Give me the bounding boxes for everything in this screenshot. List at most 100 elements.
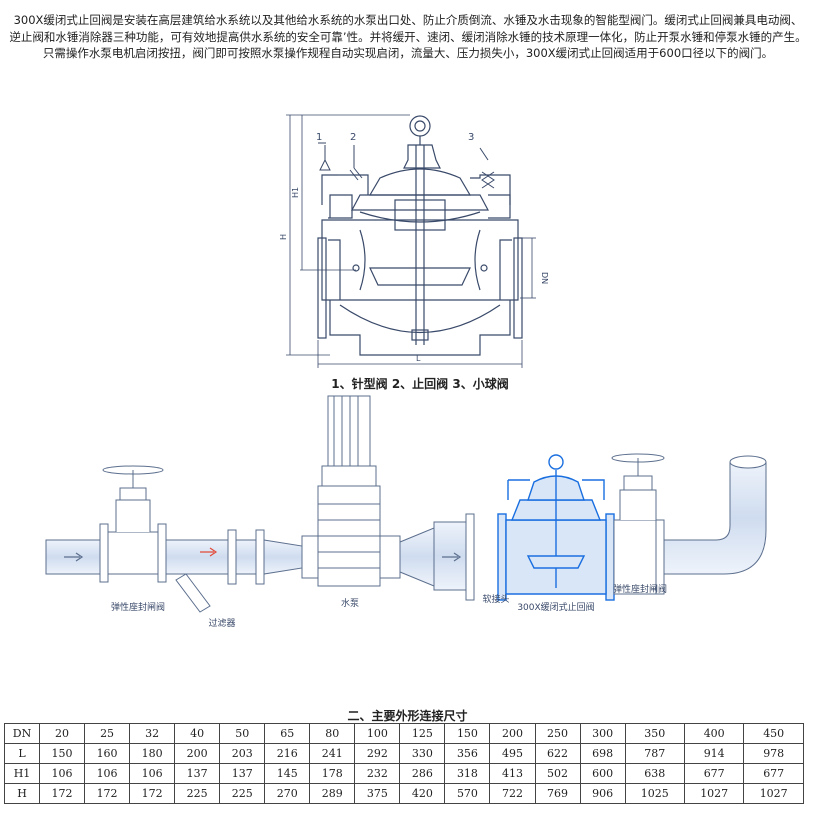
row-header: H bbox=[4, 783, 40, 804]
table-cell: 172 bbox=[129, 783, 176, 804]
callout-3: 3 bbox=[468, 132, 474, 143]
dim-h-label: H bbox=[279, 234, 288, 240]
table-cell: 178 bbox=[309, 763, 356, 784]
dim-l-label: L bbox=[416, 354, 421, 363]
gate-valve-right bbox=[611, 453, 665, 595]
section-drawing bbox=[317, 115, 523, 356]
table-cell: 32 bbox=[129, 723, 176, 744]
row-header: H1 bbox=[4, 763, 40, 784]
table-cell: 270 bbox=[264, 783, 311, 804]
table-cell: 300 bbox=[579, 723, 626, 744]
table-cell: 318 bbox=[444, 763, 491, 784]
table-cell: 787 bbox=[624, 743, 686, 764]
callout-2: 2 bbox=[350, 132, 356, 143]
outlet-elbow bbox=[663, 461, 767, 575]
table-cell: 1025 bbox=[624, 783, 686, 804]
table-cell: 65 bbox=[264, 723, 311, 744]
table-cell: 502 bbox=[534, 763, 581, 784]
table-cell: 137 bbox=[174, 763, 221, 784]
dim-h1-label: H1 bbox=[291, 187, 300, 198]
table-cell: 769 bbox=[534, 783, 581, 804]
dimension-lines bbox=[286, 114, 536, 368]
dim-dn-label: DN bbox=[540, 272, 549, 284]
table-cell: 225 bbox=[174, 783, 221, 804]
table-cell: 622 bbox=[534, 743, 581, 764]
table-cell: 350 bbox=[624, 723, 686, 744]
table-cell: 289 bbox=[309, 783, 356, 804]
table-cell: 375 bbox=[354, 783, 401, 804]
table-cell: 106 bbox=[84, 763, 131, 784]
table-cell: 145 bbox=[264, 763, 311, 784]
table-cell: 106 bbox=[129, 763, 176, 784]
label-gate-valve-left: 弹性座封闸阀 bbox=[111, 601, 165, 613]
table-cell: 172 bbox=[38, 783, 86, 804]
pump bbox=[317, 395, 381, 587]
valve-drawings: 1 2 3 H1 H DN L 1、针型阀 2、止回阀 3、小球阀 bbox=[45, 114, 767, 629]
table-cell: 638 bbox=[624, 763, 686, 784]
table-cell: 356 bbox=[444, 743, 491, 764]
table-cell: 106 bbox=[38, 763, 86, 784]
table-cell: 914 bbox=[683, 743, 745, 764]
table-cell: 225 bbox=[219, 783, 266, 804]
table-cell: 906 bbox=[579, 783, 626, 804]
table-cell: 600 bbox=[579, 763, 626, 784]
check-valve-highlight bbox=[497, 454, 615, 601]
callout-marks bbox=[318, 142, 495, 189]
intro-paragraph: 300X缓闭式止回阀是安装在高层建筑给水系统以及其他给水系统的水泵出口处、防止介… bbox=[9, 13, 807, 60]
table-cell: 216 bbox=[264, 743, 311, 764]
figure1-caption: 1、针型阀 2、止回阀 3、小球阀 bbox=[331, 376, 508, 391]
table-cell: 241 bbox=[309, 743, 356, 764]
table-cell: 330 bbox=[399, 743, 446, 764]
table-cell: 250 bbox=[534, 723, 581, 744]
table-cell: 150 bbox=[38, 743, 86, 764]
table-cell: 200 bbox=[489, 723, 536, 744]
table-cell: 40 bbox=[174, 723, 221, 744]
label-strainer: 过滤器 bbox=[208, 617, 235, 629]
table-cell: 180 bbox=[129, 743, 176, 764]
table-cell: 100 bbox=[354, 723, 401, 744]
label-pump: 水泵 bbox=[341, 597, 359, 609]
row-header: DN bbox=[4, 723, 40, 744]
table-cell: 20 bbox=[38, 723, 86, 744]
label-soft-joint: 软接头 bbox=[482, 593, 509, 605]
table-cell: 698 bbox=[579, 743, 626, 764]
table-cell: 722 bbox=[489, 783, 536, 804]
table-cell: 978 bbox=[743, 743, 804, 764]
label-check-valve: 300X缓闭式止回阀 bbox=[517, 601, 594, 613]
table-cell: 495 bbox=[489, 743, 536, 764]
table-cell: 80 bbox=[309, 723, 356, 744]
table-cell: 1027 bbox=[743, 783, 804, 804]
strainer bbox=[175, 573, 211, 613]
table-cell: 137 bbox=[219, 763, 266, 784]
table-cell: 420 bbox=[399, 783, 446, 804]
flow-arrow-left bbox=[64, 552, 84, 562]
table-cell: 1027 bbox=[683, 783, 745, 804]
table-cell: 570 bbox=[444, 783, 491, 804]
table-cell: 50 bbox=[219, 723, 266, 744]
table-cell: 413 bbox=[489, 763, 536, 784]
label-gate-valve-right: 弹性座封闸阀 bbox=[613, 583, 667, 595]
flow-arrow-red bbox=[200, 547, 218, 557]
table-cell: 160 bbox=[84, 743, 131, 764]
flow-arrow-mid bbox=[442, 552, 462, 562]
table-cell: 232 bbox=[354, 763, 401, 784]
table-cell: 172 bbox=[84, 783, 131, 804]
table-cell: 450 bbox=[743, 723, 804, 744]
table-cell: 400 bbox=[683, 723, 745, 744]
table-cell: 677 bbox=[743, 763, 804, 784]
installation-diagram bbox=[45, 395, 767, 613]
table-cell: 203 bbox=[219, 743, 266, 764]
table-title: 二、主要外形连接尺寸 bbox=[347, 709, 468, 723]
table-cell: 25 bbox=[84, 723, 131, 744]
table-cell: 200 bbox=[174, 743, 221, 764]
callout-1: 1 bbox=[316, 132, 322, 143]
table-cell: 125 bbox=[399, 723, 446, 744]
table-cell: 286 bbox=[399, 763, 446, 784]
gate-valve-left bbox=[99, 465, 167, 583]
table-cell: 150 bbox=[444, 723, 491, 744]
